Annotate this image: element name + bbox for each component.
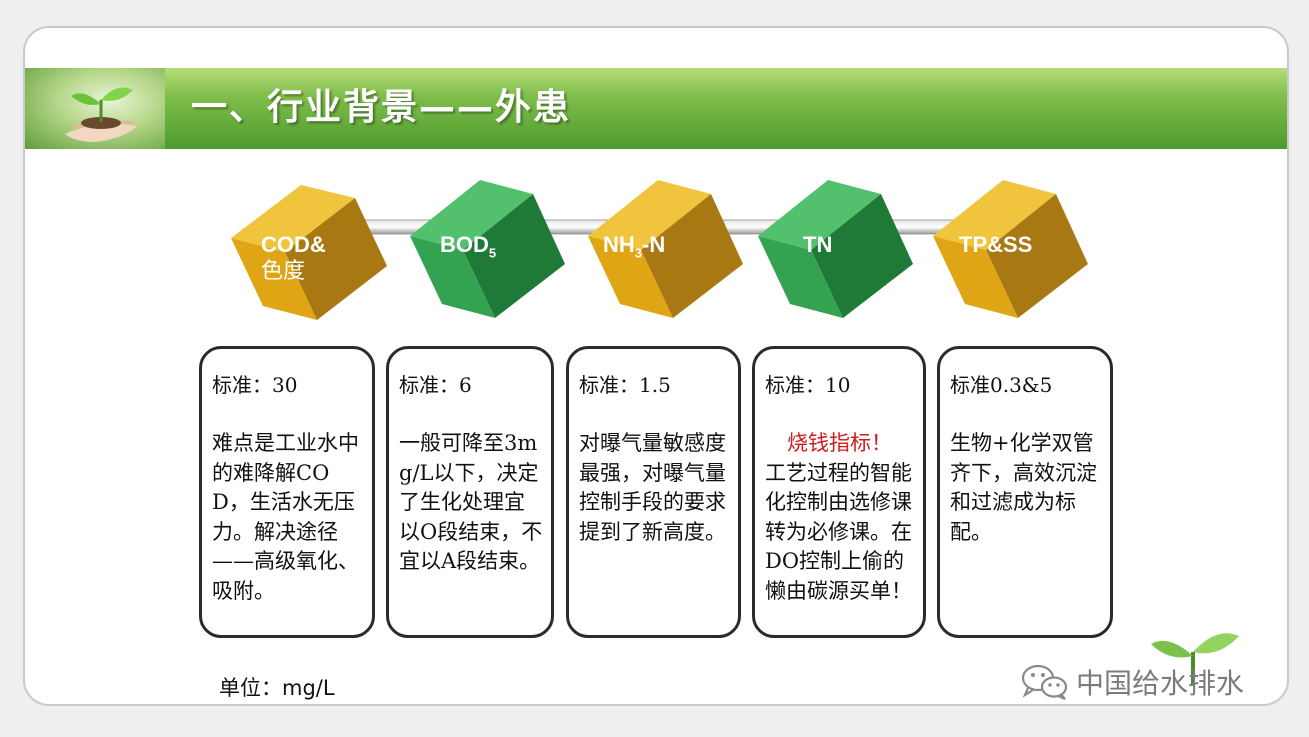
title-banner: 一、行业背景——外患 bbox=[25, 68, 1287, 149]
standard-card-nh3n: 标准：1.5 对曝气量敏感度最强，对曝气量控制手段的要求提到了新高度。 bbox=[566, 346, 741, 638]
standard-value: 标准：6 bbox=[399, 373, 472, 397]
cube-nh3n bbox=[588, 180, 743, 318]
cube-bod5 bbox=[410, 180, 565, 318]
cube-label-tn: TN bbox=[803, 232, 832, 258]
alert-text: 烧钱指标！ bbox=[787, 431, 892, 455]
cube-cod bbox=[231, 185, 387, 320]
unit-note: 单位：mg/L bbox=[219, 676, 335, 700]
cube-label-text: TP&SS bbox=[959, 232, 1033, 257]
standard-value: 标准：1.5 bbox=[579, 373, 671, 397]
cube-label-line: COD& bbox=[261, 232, 326, 257]
cube-label-bod5: BOD5 bbox=[440, 232, 496, 266]
card-description-text: 工艺过程的智能化控制由选修课转为必修课。在DO控制上偷的懒由碳源买单！ bbox=[765, 460, 912, 603]
cube-tn bbox=[758, 180, 913, 318]
cube-label-line: 色度 bbox=[261, 258, 306, 283]
card-description: 一般可降至3mg/L以下，决定了生化处理宜以O段结束，不宜以A段结束。 bbox=[399, 431, 543, 573]
sprout-icon bbox=[1151, 633, 1239, 686]
cube-label-subscript: 3 bbox=[634, 245, 643, 261]
cube-tpss bbox=[933, 180, 1088, 318]
card-description: 烧钱指标！ 工艺过程的智能化控制由选修课转为必修课。在DO控制上偷的懒由碳源买单… bbox=[765, 429, 915, 606]
standard-card-tn: 标准：10 烧钱指标！ 工艺过程的智能化控制由选修课转为必修课。在DO控制上偷的… bbox=[752, 346, 926, 638]
standard-card-bod5: 标准：6 一般可降至3mg/L以下，决定了生化处理宜以O段结束，不宜以A段结束。 bbox=[386, 346, 554, 638]
cube-label-text: TN bbox=[803, 232, 833, 257]
cube-label-text: BOD bbox=[440, 232, 489, 257]
standard-value: 标准：10 bbox=[765, 373, 851, 397]
card-description: 生物+化学双管齐下，高效沉淀和过滤成为标配。 bbox=[950, 431, 1097, 544]
standard-card-cod: 标准：30 难点是工业水中的难降解COD，生活水无压力。解决途径——高级氧化、吸… bbox=[199, 346, 375, 638]
watermark-text: 中国给水排水 bbox=[1076, 667, 1245, 700]
cube-label-subscript: 5 bbox=[488, 245, 497, 261]
indicator-chain bbox=[231, 180, 1088, 320]
card-description: 难点是工业水中的难降解COD，生活水无压力。解决途径——高级氧化、吸附。 bbox=[212, 431, 359, 603]
cube-label-nh3n: NH3-N bbox=[603, 232, 665, 266]
cube-label-text: NH bbox=[603, 232, 635, 257]
wechat-icon bbox=[1021, 664, 1068, 701]
slide-title: 一、行业背景——外患 bbox=[191, 87, 572, 128]
cube-label-tpss: TP&SS bbox=[959, 232, 1032, 258]
standard-card-tpss: 标准0.3&5 生物+化学双管齐下，高效沉淀和过滤成为标配。 bbox=[937, 346, 1113, 638]
standard-value: 标准：30 bbox=[212, 373, 298, 397]
slide: 一、行业背景——外患 bbox=[23, 26, 1289, 706]
cube-label-cod: COD& 色度 bbox=[261, 232, 326, 284]
standard-value: 标准0.3&5 bbox=[950, 373, 1053, 397]
hands-seedling-image bbox=[25, 68, 165, 149]
cube-label-text: -N bbox=[642, 232, 666, 257]
card-description: 对曝气量敏感度最强，对曝气量控制手段的要求提到了新高度。 bbox=[579, 431, 726, 544]
watermark: 中国给水排水 bbox=[1020, 662, 1244, 702]
